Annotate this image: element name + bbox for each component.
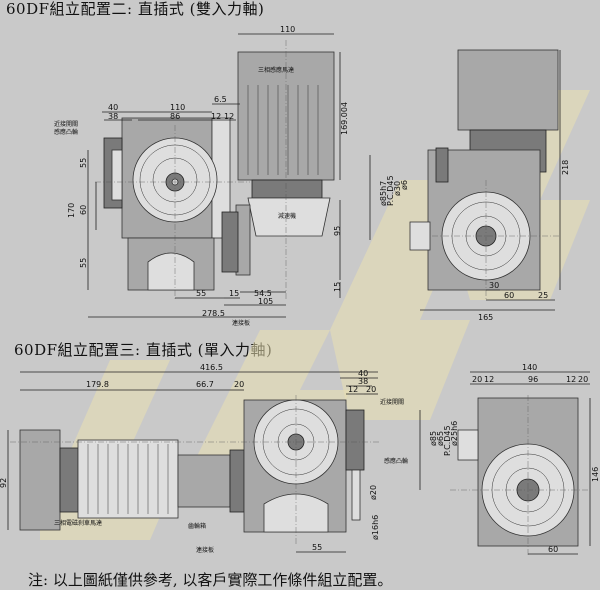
c3-dim-66-7: 66.7 [196,380,214,389]
config2-front-view [95,40,335,300]
label-brake-motor: 三相電磁刹車馬達 [54,519,102,527]
c2-dim-phi85: ø85h7 [379,181,388,206]
c3-dim-38: 38 [358,377,368,386]
c3-dim-140: 140 [522,363,537,372]
c2-dim-105: 105 [258,297,273,306]
config2-heading: 60DF組立配置二: 直插式 (雙入力軸) [6,0,265,18]
c3-dim-20b: 20 [366,385,376,394]
c3-dim-20c: 20 [578,375,588,384]
c3-dim-12: 12 [348,385,358,394]
c2-dim-55b: 55 [79,258,88,268]
label-cam-sensor-2: 感應凸輪 [384,457,408,465]
c3-dim-12b: 12 [484,375,494,384]
config3-side-view [450,395,590,555]
c3-dim-phi25: ø25h6 [450,421,459,446]
c3-dim-416-5: 416.5 [200,363,223,372]
c3-dim-40: 40 [358,369,368,378]
c3-dim-phi85: ø85 [429,431,438,446]
c3-dim-96: 96 [528,375,538,384]
c2-dim-54-5: 54.5 [254,289,272,298]
config3-side-dim-lines [419,371,591,555]
config3-heading: 60DF組立配置三: 直插式 (單入力軸) [14,341,273,359]
c3-dim-92: 92 [0,478,8,488]
config3-front-view [10,395,380,545]
label-motor-3phase-induction: 三相感應馬達 [258,66,294,74]
c2-dim-110-top: 110 [280,25,295,34]
c2-dim-169: 169.004 [340,102,349,135]
c3-dim-20a: 20 [234,380,244,389]
label-proximity-switch-1: 近接開關 [54,120,78,128]
label-connect-plate-1: 連接板 [232,319,250,327]
label-connect-plate-2: 連接板 [196,546,214,554]
c2-dim-278-5: 278.5 [202,309,225,318]
label-cam-sensor-1: 感應凸輪 [54,128,78,136]
c2-dim-15b: 15 [229,289,239,298]
c3-dim-pcd45: P.C.D45 [443,425,452,456]
c3-dim-60: 60 [548,545,558,554]
label-proximity-switch-2: 近接開關 [380,398,404,406]
footnote: 注: 以上圖紙僅供參考, 以客戶實際工作條件組立配置。 [28,571,393,589]
c2-dim-25: 25 [538,291,548,300]
config2-side-dim-lines [369,50,561,311]
c2-dim-95: 95 [333,226,342,236]
c2-dim-60b: 60 [504,291,514,300]
c3-dim-phi65: ø65 [436,431,445,446]
c2-dim-12a: 12 [211,112,221,121]
config3-dim-lines [7,371,378,553]
c3-dim-phi20: ø20 [369,485,378,500]
label-gearbox: 齒輪箱 [188,522,206,530]
config2-side-view [409,49,560,300]
c3-dim-phi16: ø16h6 [371,515,380,540]
c2-dim-6-5: 6.5 [214,95,227,104]
c2-dim-38: 38 [108,112,118,121]
c2-dim-55a: 55 [79,158,88,168]
c2-dim-phi30: ø30 [393,181,402,196]
c3-dim-12c: 12 [566,375,576,384]
label-reducer: 減速機 [278,212,296,220]
c2-dim-60: 60 [79,205,88,215]
c3-dim-146: 146 [591,467,600,482]
c2-dim-15: 15 [333,282,342,292]
c3-dim-179-8: 179.8 [86,380,109,389]
c2-dim-170: 170 [67,203,76,218]
c2-dim-pcd45: P.C.D45 [386,175,395,206]
c3-dim-20-12: 20 [472,375,482,384]
config2-dim-lines [87,33,341,318]
c2-dim-30: 30 [489,281,499,290]
c3-dim-55: 55 [312,543,322,552]
c2-dim-phi6: ø6 [400,180,409,190]
c2-dim-12b: 12 [224,112,234,121]
c2-dim-40: 40 [108,103,118,112]
c2-dim-218: 218 [561,160,570,175]
c2-dim-86: 86 [170,112,180,121]
c2-dim-55c: 55 [196,289,206,298]
c2-dim-165: 165 [478,313,493,322]
c2-dim-110: 110 [170,103,185,112]
